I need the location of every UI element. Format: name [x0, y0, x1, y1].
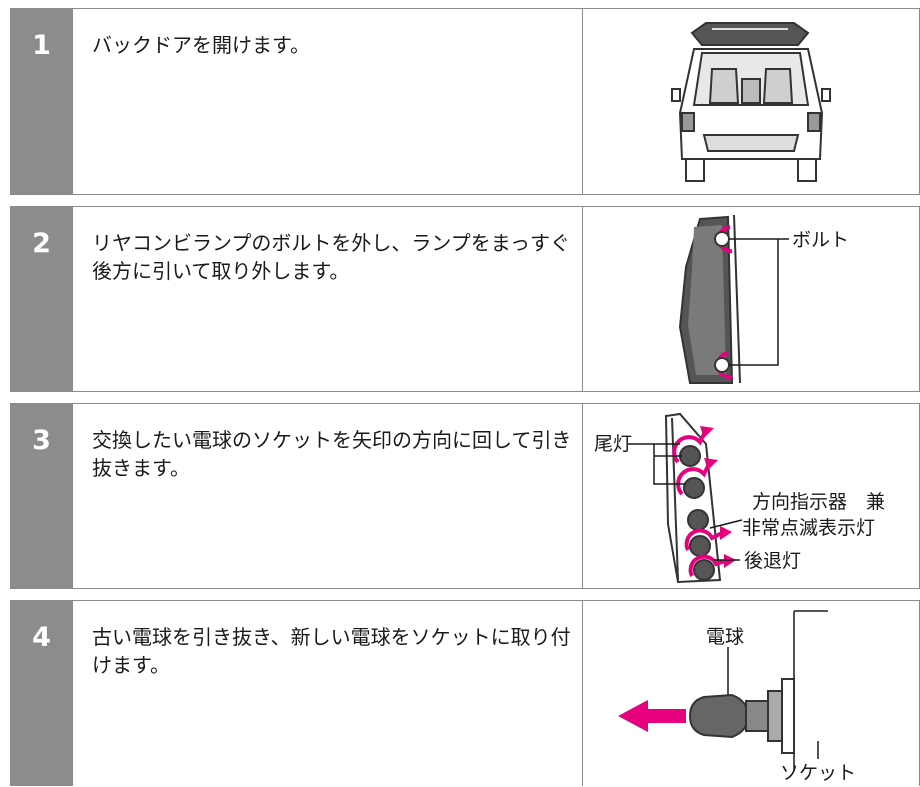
rear-lamp-bolts-illustration: ボルト [678, 214, 849, 384]
step-figure-cell: 電球 ソケット [582, 601, 919, 786]
step-figure-cell [582, 9, 919, 194]
step-number: 4 [32, 622, 51, 653]
figure-label: 方向指示器 兼 [752, 491, 885, 513]
open-back-door-illustration [671, 22, 831, 182]
step-number: 3 [32, 425, 51, 456]
figure-label: ボルト [792, 229, 849, 251]
step-text-cell: バックドアを開けます。 [72, 9, 583, 194]
step-4: 4 古い電球を引き抜き、新しい電球をソケットに取り付けます。 [10, 600, 920, 786]
step-number-cell: 3 [11, 404, 72, 588]
step-instruction: リヤコンビランプのボルトを外し、ランプをまっすぐ後方に引いて取り外します。 [92, 231, 570, 283]
figure-label: 後退灯 [744, 550, 801, 572]
step-number-cell: 2 [11, 207, 72, 391]
figure-label: 尾灯 [594, 433, 632, 455]
pull-direction-arrow-icon [618, 700, 686, 732]
step-instruction: 交換したい電球のソケットを矢印の方向に回して引き抜きます。 [92, 428, 572, 480]
step-text-cell: 古い電球を引き抜き、新しい電球をソケットに取り付けます。 [72, 601, 583, 786]
figure-label: ソケット [780, 762, 856, 784]
step-figure-cell: 尾灯 方向指示器 兼 非常点滅表示灯 後退灯 [582, 404, 919, 588]
step-3: 3 交換したい電球のソケットを矢印の方向に回して引き抜きます。 [10, 403, 920, 589]
step-number: 1 [32, 30, 51, 61]
figure-label: 電球 [706, 626, 744, 648]
step-figure-cell: ボルト [582, 207, 919, 391]
bulb-replacement-illustration: 電球 ソケット [618, 610, 856, 784]
step-number-cell: 4 [11, 601, 72, 786]
step-text-cell: リヤコンビランプのボルトを外し、ランプをまっすぐ後方に引いて取り外します。 [72, 207, 583, 391]
step-number: 2 [32, 228, 51, 259]
step-instruction: 古い電球を引き抜き、新しい電球をソケットに取り付けます。 [92, 625, 571, 677]
step-instruction: バックドアを開けます。 [92, 33, 310, 57]
step-text-cell: 交換したい電球のソケットを矢印の方向に回して引き抜きます。 [72, 404, 583, 588]
bulb-sockets-illustration: 尾灯 方向指示器 兼 非常点滅表示灯 後退灯 [594, 412, 885, 584]
step-number-cell: 1 [11, 9, 72, 194]
figure-label: 非常点滅表示灯 [742, 517, 875, 539]
step-1: 1 バックドアを開けます。 [10, 8, 920, 195]
step-2: 2 リヤコンビランプのボルトを外し、ランプをまっすぐ後方に引いて取り外します。 [10, 206, 920, 392]
